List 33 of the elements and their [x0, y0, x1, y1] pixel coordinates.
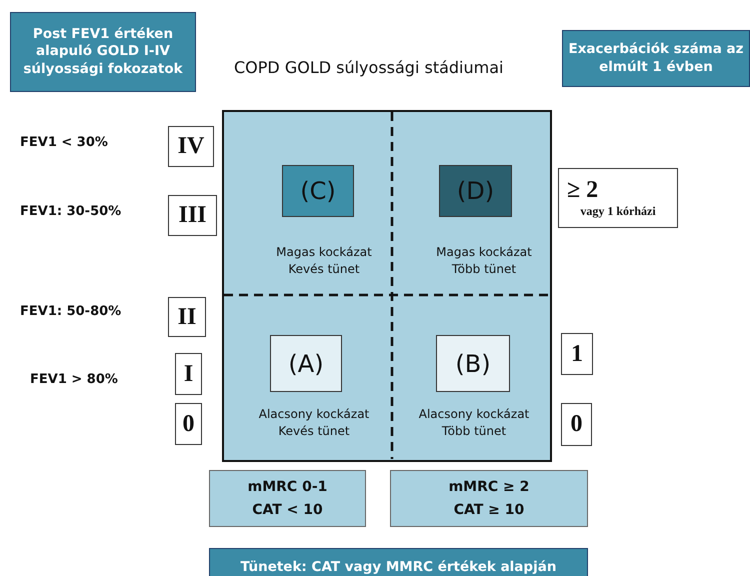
risk-description: Alacsony kockázat Kevés tünet — [258, 406, 370, 440]
group-box: (C) — [282, 165, 354, 217]
box-text: CAT < 10 — [252, 500, 323, 520]
symptom-box — [209, 470, 366, 527]
stage-box: 0 — [175, 403, 202, 445]
banner-box: Tünetek: CAT vagy MMRC értékek alapján — [209, 548, 588, 576]
fev1-range: FEV1: 50-80% — [20, 304, 122, 319]
stage-box: I — [175, 353, 202, 395]
risk-description: Magas kockázat Kevés tünet — [275, 244, 373, 278]
quadrant-grid — [222, 110, 552, 462]
box-text: ≥ 2 — [567, 177, 598, 204]
heading-box: Post FEV1 értéken alapuló GOLD I-IV súlyossági fokozatok — [10, 12, 196, 92]
group-box: (A) — [270, 335, 342, 392]
risk-description: Alacsony kockázat Több tünet — [418, 406, 530, 440]
box-text: mMRC ≥ 2 — [448, 478, 530, 498]
count-box — [558, 168, 678, 228]
box-text: mMRC 0-1 — [248, 478, 328, 498]
count-box: 1 — [561, 333, 593, 375]
group-box: (B) — [436, 335, 510, 392]
fev1-range: FEV1: 30-50% — [20, 204, 122, 219]
stage-box: III — [168, 195, 217, 236]
box-text: CAT ≥ 10 — [454, 500, 524, 520]
group-box: (D) — [439, 165, 512, 217]
heading-box: Exacerbációk száma az elmúlt 1 évben — [562, 30, 750, 87]
box-text: vagy 1 kórházi — [580, 204, 656, 219]
stage-box: II — [168, 297, 206, 337]
stage-box: IV — [168, 126, 214, 167]
diagram-title: COPD GOLD súlyossági stádiumai — [234, 58, 504, 77]
count-box: 0 — [561, 403, 592, 446]
symptom-box — [390, 470, 588, 527]
risk-description: Magas kockázat Több tünet — [435, 244, 533, 278]
fev1-range: FEV1 > 80% — [30, 372, 118, 387]
fev1-range: FEV1 < 30% — [20, 135, 108, 150]
